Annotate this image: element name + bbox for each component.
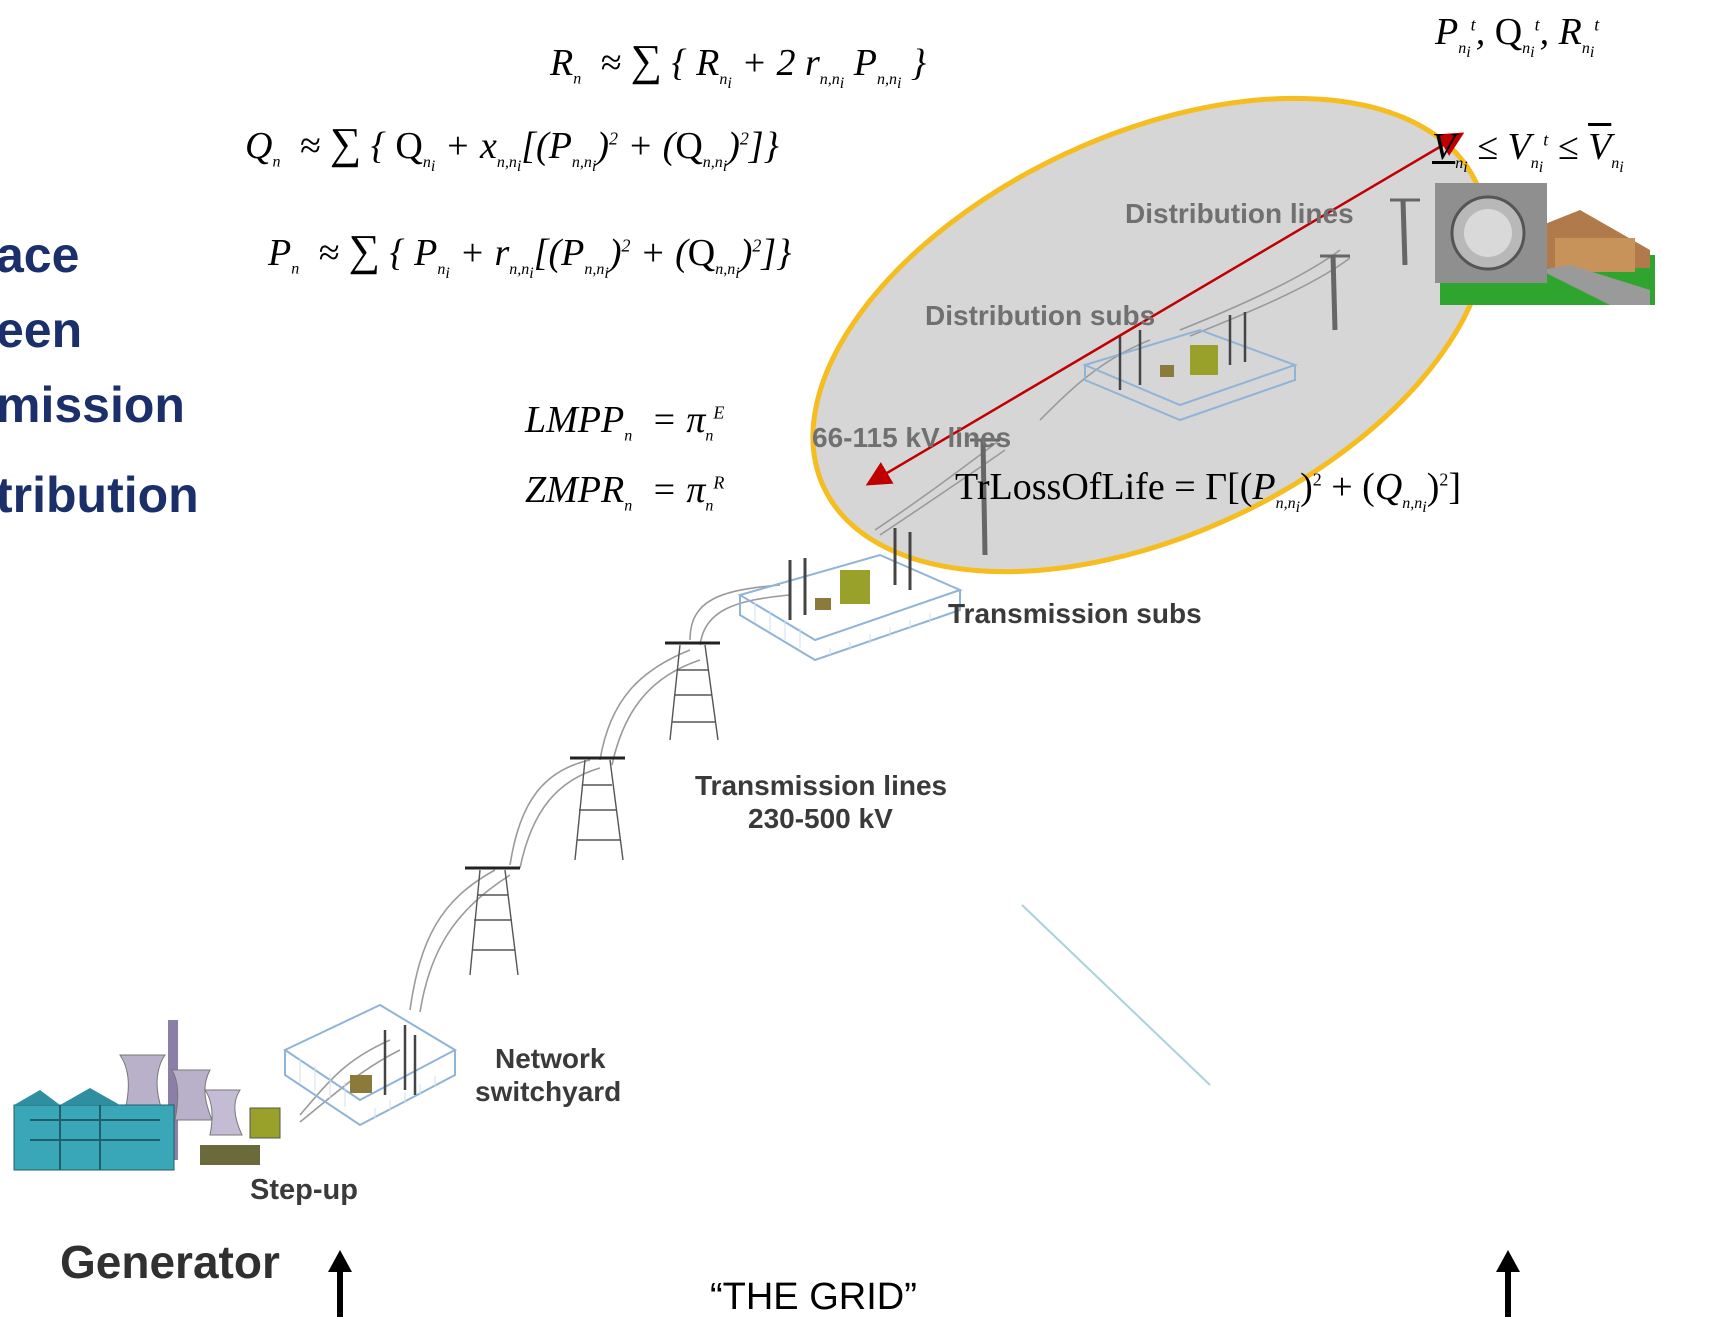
tower-1	[465, 866, 520, 976]
label-switchyard: switchyard	[475, 1076, 622, 1107]
label-network: Network	[495, 1043, 606, 1074]
distribution-highlight-ellipse	[810, 95, 1490, 575]
equation-trloss: TrLossOfLife = Γ[(Pn,ni)2 + (Qn,ni)2]	[955, 466, 1462, 516]
equation-v-bounds: Vni ≤ Vnit ≤ Vni	[1432, 126, 1624, 176]
tower-2	[570, 756, 625, 861]
grid-bracket	[337, 1268, 1511, 1317]
equation-r: Rn ≈ ∑ { Rni + 2 rn,ni Pn,ni }	[550, 36, 927, 92]
equation-pqr-t: Pnit, Qnit, Rnit	[1435, 11, 1600, 61]
grid-bracket-arrowheads	[328, 1250, 1520, 1272]
label-distribution-subs: Distribution subs	[925, 300, 1156, 331]
generator-plant	[13, 1020, 281, 1171]
house-with-meter	[1435, 183, 1655, 305]
transmission-towers	[465, 641, 720, 976]
side-text-line-4: tribution	[0, 467, 199, 523]
label-step-up: Step-up	[250, 1174, 358, 1206]
label-transmission-voltage: 230-500 kV	[748, 803, 893, 834]
label-66-115-kv-lines: 66-115 kV lines	[812, 422, 1012, 453]
transmission-substation	[737, 528, 963, 662]
side-text-line-1: ace	[0, 227, 80, 283]
label-distribution-lines: Distribution lines	[1125, 198, 1354, 229]
tower-3	[665, 641, 720, 741]
label-transmission-subs: Transmission subs	[948, 598, 1202, 629]
network-switchyard	[282, 1003, 458, 1127]
equation-p: Pn ≈ ∑ { Pni + rn,ni[(Pn,ni)2 + (Qn,ni)2…	[268, 226, 792, 282]
equation-q: Qn ≈ ∑ { Qni + xn,ni[(Pn,ni)2 + (Qn,ni)2…	[245, 119, 779, 175]
equation-zmpr: ZMPRn = πnR	[525, 469, 725, 515]
label-generator: Generator	[60, 1236, 280, 1288]
label-the-grid: “THE GRID”	[710, 1276, 917, 1318]
equation-lmpp: LMPPn = πnE	[525, 399, 725, 445]
faint-diagonal-line	[1021, 904, 1211, 1086]
side-text-line-3: mission	[0, 377, 185, 433]
label-transmission-lines: Transmission lines	[695, 770, 948, 801]
side-text-line-2: een	[0, 302, 83, 358]
voltage-span-arrow	[865, 132, 1465, 486]
